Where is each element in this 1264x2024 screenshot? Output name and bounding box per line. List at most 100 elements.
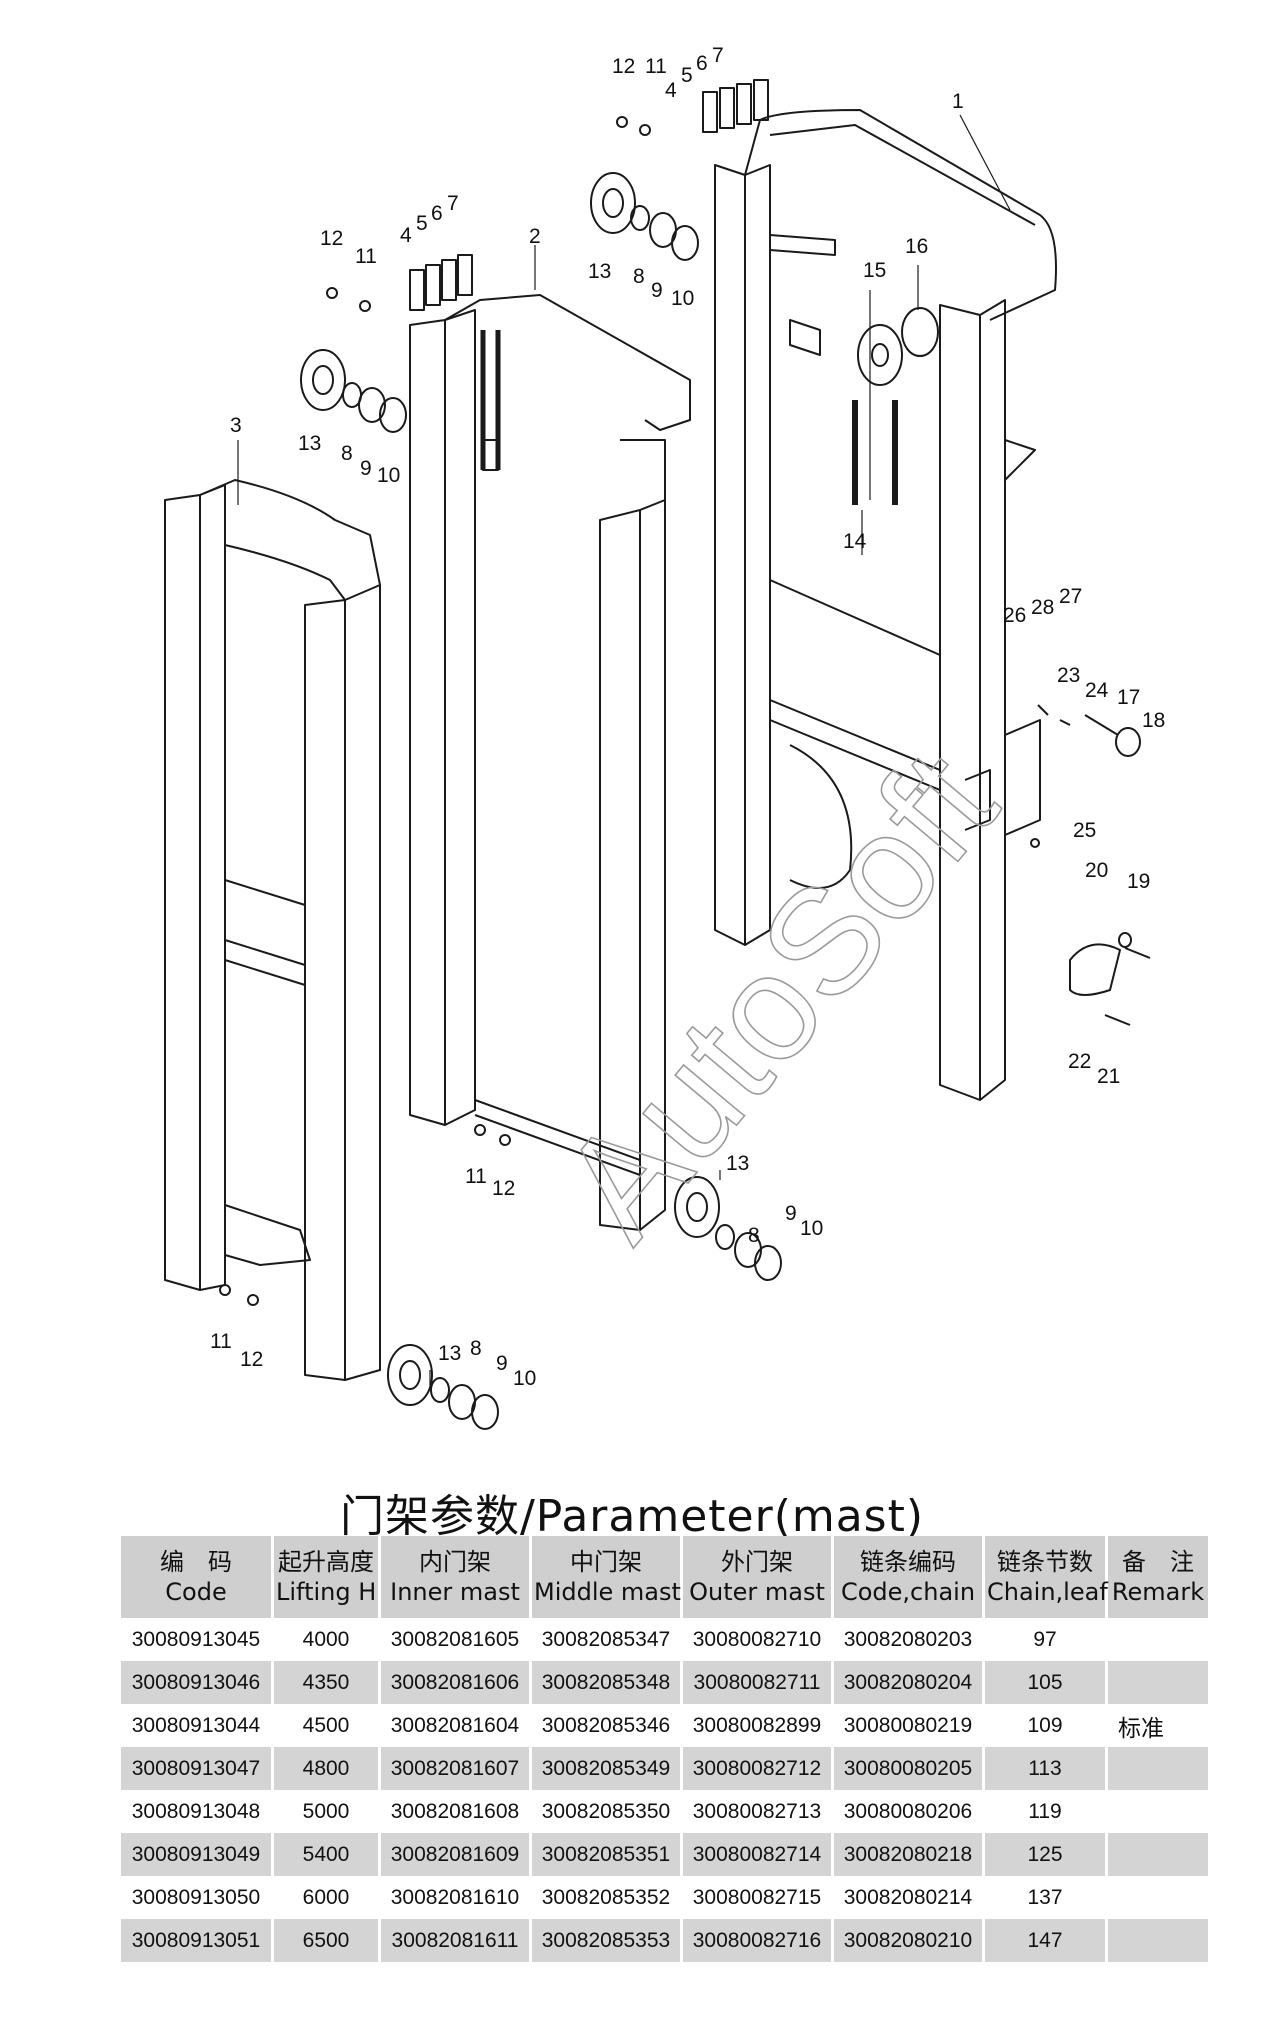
callout-14: 14 xyxy=(843,530,867,553)
callout-labels: 1 2 3 4 5 6 7 4 5 6 7 8 9 10 8 9 10 8 9 … xyxy=(210,44,1165,1390)
exploded-mast-diagram: AutoSoft 1 2 3 4 5 6 7 4 5 6 7 8 9 10 8 … xyxy=(164,44,1165,1430)
callout-9: 9 xyxy=(651,279,663,302)
callout-10d: 10 xyxy=(513,1367,536,1390)
callout-4: 4 xyxy=(665,79,677,102)
cell-middle-mast: 30082085350 xyxy=(541,1799,671,1823)
callout-7: 7 xyxy=(712,44,724,67)
cell-middle-mast: 30082085346 xyxy=(541,1713,671,1737)
callout-5: 5 xyxy=(681,64,693,87)
callout-20: 20 xyxy=(1085,859,1108,882)
cell-remark xyxy=(1108,1876,1208,1919)
cell-chain-code: 30082080218 xyxy=(834,1833,982,1876)
cell-outer-mast: 30080082899 xyxy=(692,1713,822,1737)
callout-11c: 11 xyxy=(465,1165,487,1188)
page-title: 门架参数/Parameter(mast) xyxy=(339,1491,925,1542)
cell-middle-mast: 30082085349 xyxy=(532,1747,680,1790)
callout-8d: 8 xyxy=(470,1337,482,1360)
cell-code: 30080913051 xyxy=(121,1919,271,1962)
cell-lifting-height: 6000 xyxy=(302,1885,350,1909)
cell-remark xyxy=(1108,1661,1208,1704)
callout-21: 21 xyxy=(1097,1065,1120,1088)
cell-remark xyxy=(1108,1747,1208,1790)
callout-8: 8 xyxy=(633,265,645,288)
cell-chain-code: 30080080219 xyxy=(843,1713,973,1737)
cell-code: 30080913045 xyxy=(131,1627,261,1651)
cell-chain-leaf: 109 xyxy=(1027,1713,1063,1737)
callout-5b: 5 xyxy=(416,212,428,235)
callout-12c: 12 xyxy=(492,1177,515,1200)
callout-10: 10 xyxy=(671,287,694,310)
cell-chain-code: 30080080206 xyxy=(843,1799,973,1823)
cell-outer-mast: 30080082712 xyxy=(683,1747,831,1790)
cell-middle-mast: 30082085353 xyxy=(532,1919,680,1962)
cell-lifting-height: 4350 xyxy=(274,1661,378,1704)
cell-outer-mast: 30080082710 xyxy=(692,1627,822,1651)
leader-lines xyxy=(237,114,1011,1390)
cell-lifting-height: 5400 xyxy=(274,1833,378,1876)
cell-lifting-height: 4000 xyxy=(302,1627,350,1651)
callout-7b: 7 xyxy=(447,192,459,215)
cell-chain-code: 30080080205 xyxy=(834,1747,982,1790)
rollers xyxy=(300,172,1141,1430)
cell-remark xyxy=(1108,1618,1208,1661)
cell-inner-mast: 30082081606 xyxy=(381,1661,529,1704)
cell-code: 30080913044 xyxy=(131,1713,261,1737)
callout-6: 6 xyxy=(696,52,708,75)
cell-outer-mast: 30080082714 xyxy=(683,1833,831,1876)
callout-1: 1 xyxy=(952,90,964,113)
callout-9d: 9 xyxy=(496,1352,508,1375)
cell-lifting-height: 4800 xyxy=(274,1747,378,1790)
callout-2: 2 xyxy=(529,225,541,248)
cell-chain-code: 30082080214 xyxy=(843,1885,973,1909)
callout-12d: 12 xyxy=(240,1348,263,1371)
callout-13d: 13 xyxy=(438,1342,461,1365)
callout-3: 3 xyxy=(230,414,242,437)
callout-19: 19 xyxy=(1127,870,1150,893)
cell-chain-leaf: 97 xyxy=(1033,1627,1057,1651)
callout-11: 11 xyxy=(645,55,667,78)
callout-12b: 12 xyxy=(320,227,343,250)
cell-outer-mast: 30080082716 xyxy=(683,1919,831,1962)
callout-13b: 13 xyxy=(298,432,321,455)
outer-mast xyxy=(714,109,1057,1101)
callout-23: 23 xyxy=(1057,664,1080,687)
cell-chain-leaf: 137 xyxy=(1027,1885,1063,1909)
callout-28: 28 xyxy=(1031,596,1054,619)
callout-26: 26 xyxy=(1003,604,1026,627)
callout-11b: 11 xyxy=(355,245,377,268)
cell-code: 30080913046 xyxy=(121,1661,271,1704)
callout-22: 22 xyxy=(1068,1050,1091,1073)
cell-lifting-height: 5000 xyxy=(302,1799,350,1823)
callout-8b: 8 xyxy=(341,442,353,465)
cell-lifting-height: 4500 xyxy=(302,1713,350,1737)
cell-chain-leaf: 113 xyxy=(985,1747,1105,1790)
callout-8c: 8 xyxy=(748,1224,760,1247)
callout-4b: 4 xyxy=(400,224,412,247)
cell-chain-code: 30082080203 xyxy=(843,1627,973,1651)
callout-16: 16 xyxy=(905,235,928,258)
cell-chain-code: 30082080210 xyxy=(834,1919,982,1962)
cell-remark xyxy=(1108,1790,1208,1833)
cell-code: 30080913048 xyxy=(131,1799,261,1823)
cell-middle-mast: 30082085347 xyxy=(541,1627,671,1651)
callout-13: 13 xyxy=(588,260,611,283)
cell-chain-code: 30082080204 xyxy=(834,1661,982,1704)
callout-18: 18 xyxy=(1142,709,1165,732)
cell-outer-mast: 30080082713 xyxy=(692,1799,822,1823)
cell-remark: 标准 xyxy=(1118,1715,1164,1742)
cell-code: 30080913049 xyxy=(121,1833,271,1876)
